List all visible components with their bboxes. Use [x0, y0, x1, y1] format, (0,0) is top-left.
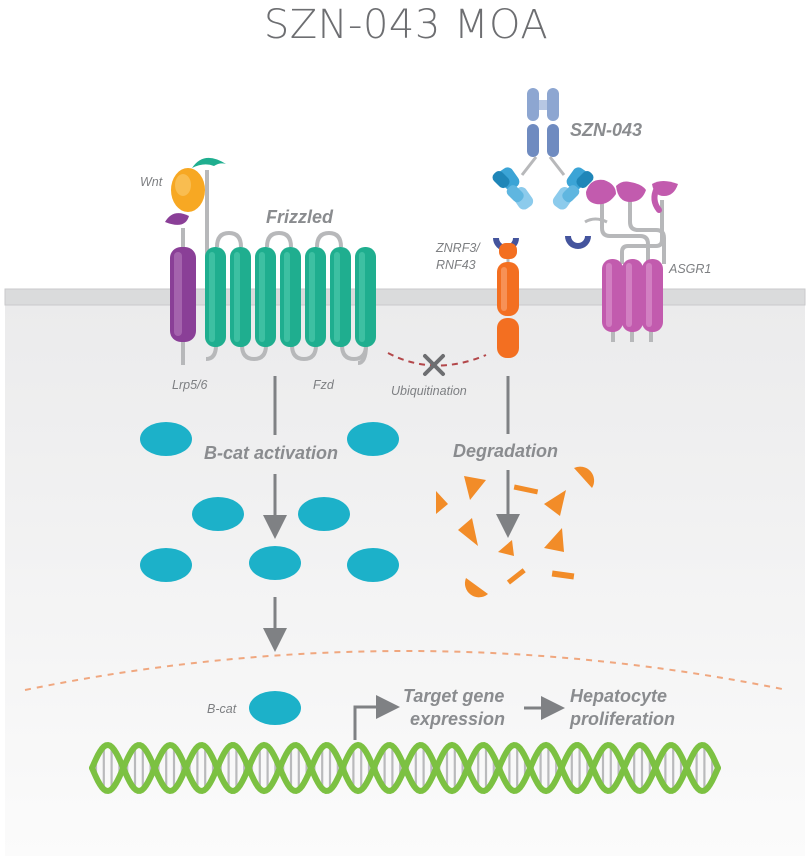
- asgr1-receptor: [586, 179, 678, 342]
- asgr1-label: ASGR1: [668, 262, 711, 276]
- page-title: SZN-043 MOA: [263, 2, 549, 48]
- szn-043-antibody: [492, 88, 608, 251]
- lrp-receptor: [165, 213, 196, 365]
- degradation-label: Degradation: [453, 441, 558, 461]
- nuclear-envelope: [24, 650, 788, 691]
- proliferation-label: proliferation: [569, 709, 675, 729]
- ubiquitination-link: [387, 352, 487, 376]
- znrf3-rnf43: [497, 243, 519, 358]
- cell-membrane: [4, 288, 806, 306]
- beta-catenin-pool: [140, 422, 399, 582]
- degradation-fragments: [436, 466, 595, 598]
- szn-043-label: SZN-043: [570, 120, 642, 140]
- nuclear-beta-catenin: [249, 691, 301, 725]
- pathway-arrows: [263, 376, 520, 652]
- lrp-label: Lrp5/6: [172, 378, 207, 392]
- hepatocyte-label: Hepatocyte: [570, 686, 667, 706]
- expression-label: expression: [410, 709, 505, 729]
- znrf3-label: ZNRF3/: [435, 241, 481, 255]
- bcat-activation-label: B-cat activation: [204, 443, 338, 463]
- bcat-label: B-cat: [207, 702, 237, 716]
- wnt-ligand: [171, 157, 226, 258]
- wnt-label: Wnt: [140, 175, 163, 189]
- rnf43-label: RNF43: [436, 258, 476, 272]
- frizzled-receptor: [205, 230, 376, 365]
- cross-icon: [423, 354, 445, 376]
- frizzled-label: Frizzled: [266, 207, 334, 227]
- dna-strand-b: [89, 741, 721, 795]
- transcription-arrows: [353, 695, 565, 740]
- target-gene-label: Target gene: [403, 686, 504, 706]
- fzd-label: Fzd: [313, 378, 335, 392]
- dna-helix: [89, 741, 721, 795]
- ubiquitination-label: Ubiquitination: [391, 384, 467, 398]
